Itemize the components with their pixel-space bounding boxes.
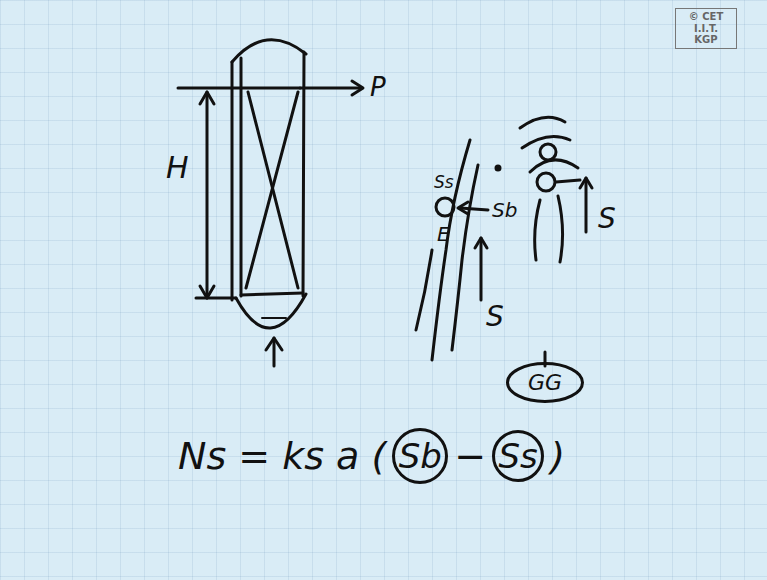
- height-label: H: [166, 150, 189, 185]
- sketch-stroke: [300, 87, 362, 90]
- height-dimension: [196, 92, 236, 298]
- sketch-stroke: [232, 40, 306, 62]
- watermark-box: © CET I.I.T. KGP: [675, 8, 737, 49]
- gas-ellipse: GG: [506, 362, 584, 403]
- sketch-stroke: [530, 160, 578, 172]
- sketch-stroke: [241, 293, 303, 295]
- circle-outline: [394, 430, 447, 483]
- node-text: Sb: [399, 436, 442, 476]
- sketch-stroke: [266, 338, 282, 350]
- sketch-stroke: [246, 92, 298, 288]
- node-text: Ss: [498, 436, 537, 476]
- substrate-label: S: [486, 300, 504, 333]
- enzyme-label: E: [437, 222, 450, 246]
- sketch-stroke: [535, 200, 540, 260]
- sketch-stroke: [352, 81, 363, 95]
- rate-equation: Ns = ks a ( Sb−Ss): [178, 428, 565, 484]
- sketch-stroke: [206, 92, 209, 298]
- sketch-stroke: [240, 58, 243, 296]
- node-text: © CET I.I.T. KGP: [681, 11, 731, 46]
- sketch-stroke: [556, 180, 580, 182]
- circle-outline: [494, 432, 543, 481]
- substrate-label: S: [598, 202, 616, 235]
- equation-text: −: [454, 434, 486, 478]
- sketch-stroke: [558, 196, 563, 262]
- sketch-stroke: [585, 178, 588, 232]
- sketch-stroke: [231, 62, 234, 300]
- sketch-stroke: [496, 166, 500, 170]
- equation-text: Ns = ks a (: [178, 434, 386, 478]
- ellipse-outline: [508, 364, 583, 402]
- sketch-stroke: [460, 208, 488, 210]
- sketch-stroke: [480, 238, 483, 300]
- rect-outline: [676, 9, 737, 49]
- sketch-stroke: [580, 178, 592, 188]
- sketch-stroke: [537, 173, 555, 191]
- sketch-stroke: [241, 87, 300, 90]
- stream-label: P: [370, 72, 386, 102]
- sketch-stroke: [458, 202, 468, 214]
- sketch-stroke: [200, 92, 214, 104]
- sketch-stroke: [262, 317, 286, 319]
- bulk-conc: Sb: [492, 198, 517, 222]
- sketch-stroke: [236, 294, 306, 328]
- sketch-stroke: [200, 286, 214, 298]
- surface-conc: Ss: [434, 172, 454, 192]
- bubble-swarm: [520, 117, 592, 366]
- sketch-stroke: [416, 250, 432, 330]
- sketch-stroke: [540, 144, 556, 160]
- sketch-stroke: [436, 198, 454, 216]
- circled-term: Ss: [492, 430, 544, 482]
- sketch-stroke: [475, 238, 487, 248]
- sketch-stroke: [522, 136, 570, 148]
- node-text: GG: [528, 370, 562, 395]
- circled-term: Sb: [392, 428, 448, 484]
- equation-text: ): [550, 434, 565, 478]
- sketch-stroke: [520, 117, 565, 128]
- sketch-stroke: [452, 165, 478, 350]
- bubble-column: [232, 40, 306, 366]
- sketch-stroke: [178, 87, 241, 90]
- sketch-stroke: [196, 297, 236, 300]
